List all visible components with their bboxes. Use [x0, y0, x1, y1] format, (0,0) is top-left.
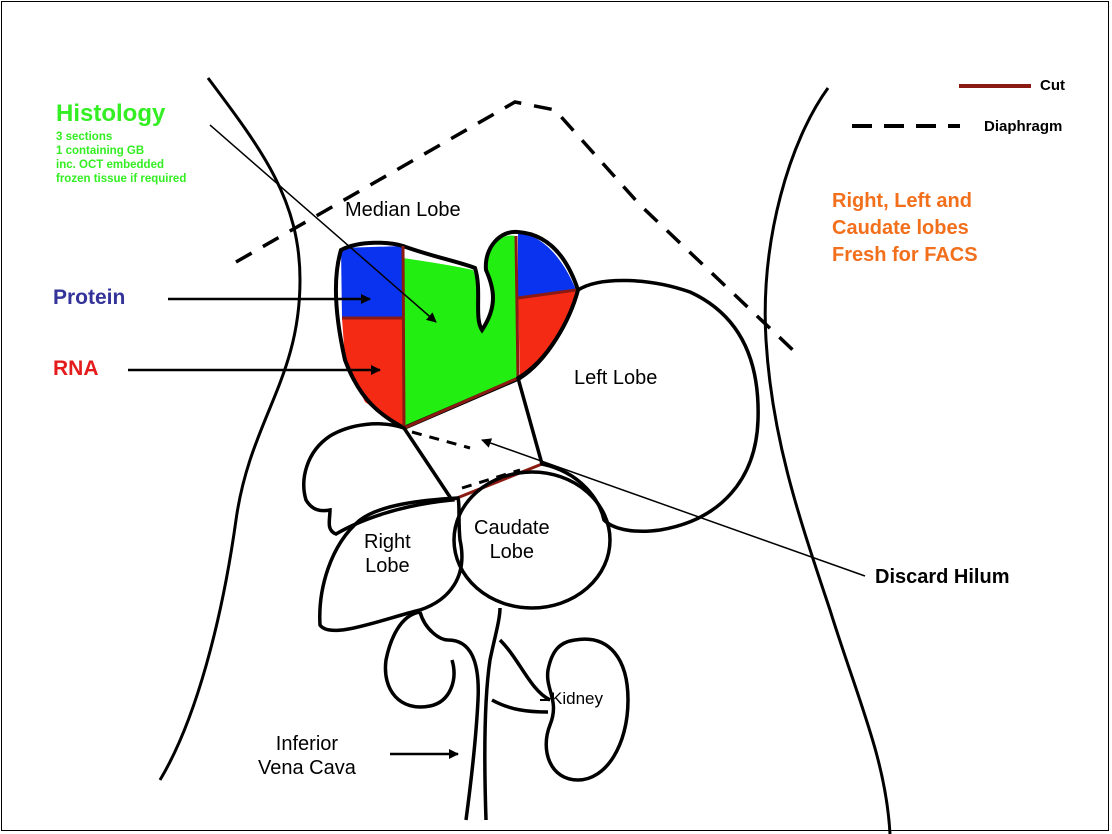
- ivc-label-line: Vena Cava: [258, 756, 356, 780]
- facs-note-line: Caudate lobes: [832, 215, 978, 242]
- hilum-dash: [412, 432, 470, 448]
- caudate-lobe-label-line: Caudate: [474, 516, 550, 540]
- protein-region-left: [341, 246, 403, 318]
- ivc-label: Inferior Vena Cava: [258, 732, 356, 780]
- histology-note: 1 containing GB: [56, 144, 186, 158]
- kidney-outline: [546, 639, 628, 780]
- vessel-left: [420, 612, 478, 820]
- histology-arrow: [210, 125, 436, 322]
- vessel-right: [485, 608, 500, 820]
- legend-cut-label: Cut: [1040, 77, 1065, 94]
- vessel-loop: [385, 612, 454, 707]
- facs-note: Right, Left and Caudate lobes Fresh for …: [832, 188, 978, 269]
- median-lobe-label: Median Lobe: [345, 198, 461, 222]
- facs-note-line: Fresh for FACS: [832, 242, 978, 269]
- right-lobe-upper-outline: [304, 424, 452, 534]
- right-lobe-label: Right Lobe: [364, 530, 411, 578]
- right-lobe-label-line: Lobe: [364, 554, 411, 578]
- histology-notes: 3 sections 1 containing GB inc. OCT embe…: [56, 130, 186, 186]
- right-lobe-label-line: Right: [364, 530, 411, 554]
- ivc-label-line: Inferior: [258, 732, 356, 756]
- vessel-branch: [500, 640, 550, 700]
- histology-note: inc. OCT embedded: [56, 158, 186, 172]
- caudate-lobe-label-line: Lobe: [474, 540, 550, 564]
- histology-note: 3 sections: [56, 130, 186, 144]
- protein-label: Protein: [53, 286, 125, 310]
- legend-diaphragm-label: Diaphragm: [984, 118, 1062, 135]
- histology-note: frozen tissue if required: [56, 172, 186, 186]
- rna-label: RNA: [53, 357, 99, 381]
- left-lobe-label: Left Lobe: [574, 366, 657, 390]
- rna-region-right: [518, 290, 576, 378]
- kidney-label: Kidney: [551, 689, 603, 709]
- facs-note-line: Right, Left and: [832, 188, 978, 215]
- histology-title: Histology: [56, 100, 165, 128]
- discard-hilum-label: Discard Hilum: [875, 566, 1009, 589]
- caudate-lobe-label: Caudate Lobe: [474, 516, 550, 564]
- vessel-branch-2: [492, 700, 548, 712]
